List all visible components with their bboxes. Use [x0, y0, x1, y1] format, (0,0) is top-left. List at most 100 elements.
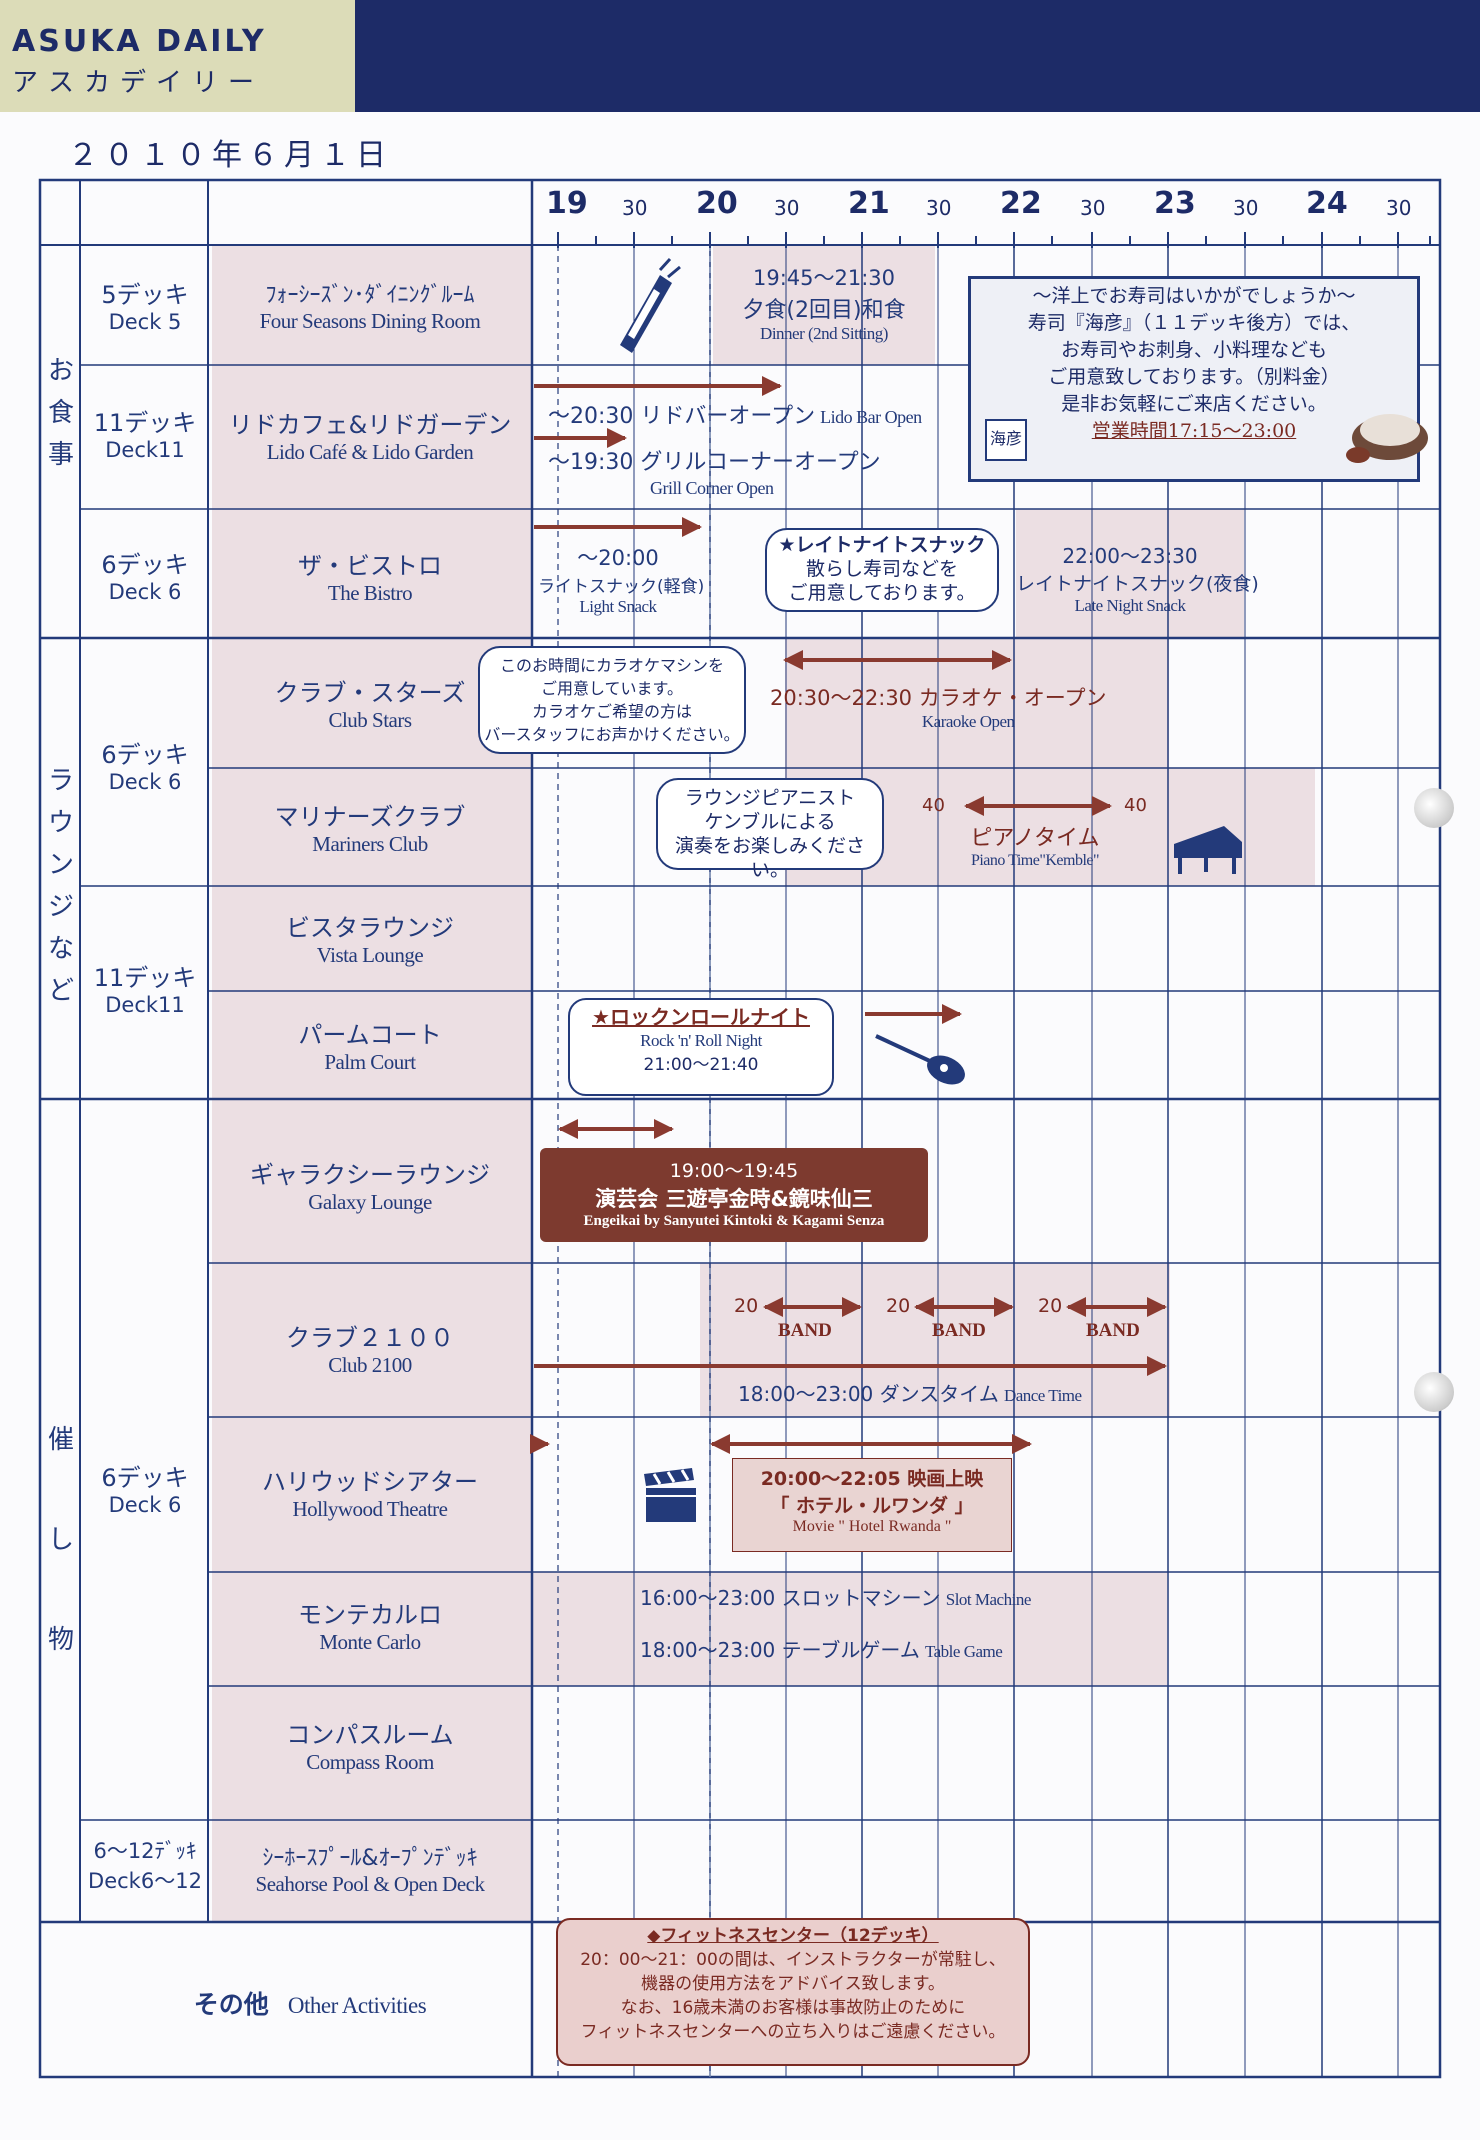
band-1-start: 20 [734, 1295, 759, 1317]
slot-en: Slot Machine [945, 1590, 1032, 1609]
engeikai-en: Engeikai by Sanyutei Kintoki & Kagami Se… [583, 1213, 885, 1229]
fitness-box: ◆フィットネスセンター（12デッキ） 20：00〜21：00の間は、インストラク… [556, 1918, 1030, 2066]
venue-seahorse: ｼｰﾎｰｽﾌﾟｰﾙ&ｵｰﾌﾟﾝﾃﾞｯｷ Seahorse Pool & Open… [212, 1840, 528, 1897]
dance-jp: 18:00〜23:00 ダンスタイム [738, 1382, 999, 1406]
late-bubble-line-3: ご用意しております。 [788, 582, 976, 604]
deck-6-12: 6〜12ﾃﾞｯｷ Deck6〜12 [82, 1835, 208, 1895]
dinner-time: 19:45〜21:30 [752, 266, 896, 290]
fitness-line-4: なお、16歳未満のお客様は事故防止のために [620, 1998, 966, 2018]
venue-hollywood: ハリウッドシアター Hollywood Theatre [212, 1462, 528, 1522]
lido-bar-en: Lido Bar Open [820, 407, 922, 427]
piano-end: 40 [1124, 795, 1147, 816]
header-band [355, 0, 1480, 112]
late-bubble-title: ★レイトナイトスナック [778, 534, 986, 556]
slot-jp: 16:00〜23:00 スロットマシーン [640, 1586, 941, 1610]
piano-bubble-line-1: ラウンジピアニスト [684, 787, 856, 809]
venue-club-stars-jp: クラブ・スターズ [274, 679, 466, 707]
venue-other: その他 Other Activities [90, 1985, 530, 2021]
late-snack-jp: レイトナイトスナック(夜食) [1016, 573, 1259, 595]
half-20: 30 [774, 196, 800, 220]
sushi-icon [620, 257, 681, 353]
section-events-label: 催し物 [47, 1425, 74, 1655]
section-lounge-label: ラウンジなど [47, 766, 74, 1006]
dinner-en: Dinner (2nd Sitting) [760, 324, 888, 343]
venue-club-stars-en: Club Stars [328, 708, 412, 732]
deck-5-en: Deck 5 [108, 310, 182, 334]
venue-monte-carlo-en: Monte Carlo [319, 1630, 421, 1654]
light-snack-time: 〜20:00 [577, 546, 659, 570]
lido-bar-jp: 〜20:30 リドバーオープン [548, 404, 816, 429]
light-snack-jp: ライトスナック(軽食) [538, 577, 705, 597]
page-date: ２０１０年６月１日 [68, 138, 392, 173]
sushi-line-4: ご用意致しております。（別料金） [1048, 366, 1340, 388]
deck-6-bistro-jp: 6デッキ [101, 551, 189, 579]
deck-11-dining-en: Deck11 [105, 438, 185, 462]
half-22: 30 [1080, 196, 1106, 220]
late-snack-event: 22:00〜23:30 レイトナイトスナック(夜食) Late Night Sn… [1016, 540, 1259, 616]
hour-19: 19 [546, 186, 588, 221]
venue-seahorse-jp: ｼｰﾎｰｽﾌﾟｰﾙ&ｵｰﾌﾟﾝﾃﾞｯｷ [262, 1846, 478, 1871]
piano-en: Piano Time"Kemble" [970, 852, 1100, 869]
rock-en: Rock 'n' Roll Night [640, 1031, 762, 1050]
binder-hole-top [1414, 788, 1454, 828]
venue-lido-jp: リドカフェ&リドガーデン [228, 411, 512, 439]
hour-24: 24 [1306, 186, 1348, 221]
karaoke-bubble-line-4: バースタッフにお声かけください。 [484, 725, 740, 744]
movie-en: Movie " Hotel Rwanda " [792, 1518, 952, 1535]
band-3-start: 20 [1038, 1295, 1063, 1317]
band-2-start: 20 [886, 1295, 911, 1317]
venue-galaxy-en: Galaxy Lounge [308, 1190, 432, 1214]
venue-hollywood-en: Hollywood Theatre [292, 1497, 449, 1521]
piano-jp: ピアノタイム [970, 826, 1100, 851]
sushi-line-1: 〜洋上でお寿司はいかがでしょうか〜 [1032, 285, 1356, 307]
venue-mariners: マリナーズクラブ Mariners Club [212, 797, 528, 857]
venue-palm: パームコート Palm Court [212, 1015, 528, 1075]
hour-22: 22 [1000, 186, 1042, 221]
karaoke-bubble-line-2: ご用意しています。 [541, 679, 683, 698]
brand-title: ASUKA DAILY [12, 24, 267, 59]
deck-11-lounge-jp: 11デッキ [93, 964, 197, 992]
half-23: 30 [1233, 196, 1259, 220]
hour-20: 20 [696, 186, 738, 221]
grill-en: Grill Corner Open [650, 478, 774, 498]
venue-club2100: クラブ２１００ Club 2100 [212, 1318, 528, 1378]
venue-monte-carlo-jp: モンテカルロ [298, 1601, 442, 1629]
deck-5-jp: 5デッキ [101, 281, 189, 309]
venue-vista-jp: ビスタラウンジ [286, 914, 454, 942]
piano-icon [1174, 826, 1242, 874]
hour-23: 23 [1154, 186, 1196, 221]
venue-seahorse-en: Seahorse Pool & Open Deck [255, 1872, 485, 1896]
light-snack-event: 〜20:00 ライトスナック(軽食) Light Snack [538, 542, 705, 617]
engeikai-time: 19:00〜19:45 [669, 1160, 799, 1182]
venue-four-seasons: ﾌｫｰｼｰｽﾞﾝ･ﾀﾞｲﾆﾝｸﾞﾙｰﾑ Four Seasons Dining … [212, 277, 528, 334]
venue-vista: ビスタラウンジ Vista Lounge [212, 908, 528, 968]
band-3-label: BAND [1086, 1320, 1140, 1341]
deck-6-events-en: Deck 6 [108, 1493, 182, 1517]
piano-bubble-line-2: ケンブルによる [704, 811, 836, 833]
venue-bistro-en: The Bistro [327, 581, 413, 605]
sushi-line-2: 寿司『海彦』（１１デッキ後方）では、 [1027, 312, 1361, 334]
venue-lido: リドカフェ&リドガーデン Lido Café & Lido Garden [212, 405, 528, 465]
half-24: 30 [1386, 196, 1412, 220]
deck-6-lounge-en: Deck 6 [108, 770, 182, 794]
band-1-label: BAND [778, 1320, 832, 1341]
venue-four-seasons-en: Four Seasons Dining Room [259, 309, 481, 333]
venue-other-en: Other Activities [287, 1993, 427, 2018]
late-snack-time: 22:00〜23:30 [1062, 544, 1198, 568]
venue-galaxy: ギャラクシーラウンジ Galaxy Lounge [212, 1155, 528, 1215]
light-snack-en: Light Snack [579, 597, 657, 616]
venue-lido-en: Lido Café & Lido Garden [266, 440, 474, 464]
deck-6-12-jp: 6〜12ﾃﾞｯｷ [93, 1839, 197, 1863]
deck-11-lounge: 11デッキ Deck11 [82, 958, 208, 1017]
karaoke-event: 20:30〜22:30 カラオケ・オープン Karaoke Open [770, 682, 1106, 732]
venue-club2100-en: Club 2100 [328, 1353, 412, 1377]
karaoke-bubble-line-3: カラオケご希望の方は [531, 702, 692, 721]
karaoke-en: Karaoke Open [921, 712, 1015, 731]
deck-6-events: 6デッキ Deck 6 [82, 1458, 208, 1517]
guitar-icon [875, 1034, 965, 1085]
engeikai-box: 19:00〜19:45 演芸会 三遊亭金時&鏡味仙三 Engeikai by S… [540, 1148, 928, 1242]
venue-mariners-en: Mariners Club [312, 832, 428, 856]
venue-other-jp: その他 [193, 1990, 269, 2019]
movie-time: 20:00〜22:05 映画上映 [760, 1468, 984, 1490]
